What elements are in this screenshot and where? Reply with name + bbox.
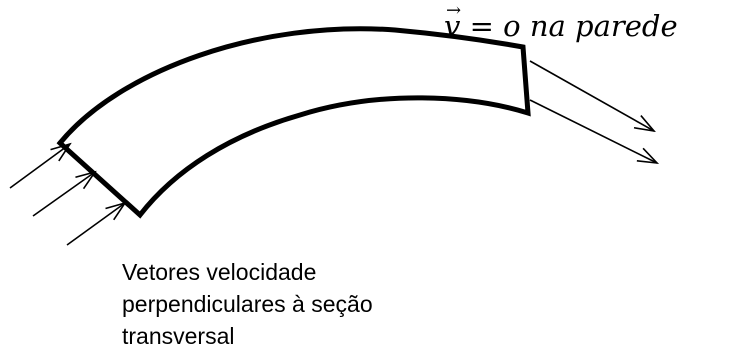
outlet-velocity-arrow-1 <box>529 60 654 131</box>
caption-line-1: Vetores velocidade <box>122 259 317 285</box>
inlet-velocity-arrow-1 <box>9 144 70 189</box>
velocity-vector-symbol: →v <box>444 2 461 44</box>
caption-line-2: perpendiculares à seção <box>122 291 373 317</box>
equals-sign: = <box>469 9 494 43</box>
inlet-velocity-arrow-3 <box>66 203 125 246</box>
caption-text: Vetores velocidade perpendiculares à seç… <box>122 256 482 352</box>
velocity-symbol: v <box>444 9 461 43</box>
outlet-velocity-arrow-2 <box>529 99 657 163</box>
inlet-velocity-arrow-2 <box>32 172 95 217</box>
stream-tube-outline <box>56 26 531 219</box>
wall-velocity-equation: →v = o na parede <box>444 2 678 44</box>
vector-arrow-icon: → <box>446 0 462 21</box>
caption-line-3: transversal <box>122 323 235 349</box>
equation-rhs: o na parede <box>503 9 678 43</box>
